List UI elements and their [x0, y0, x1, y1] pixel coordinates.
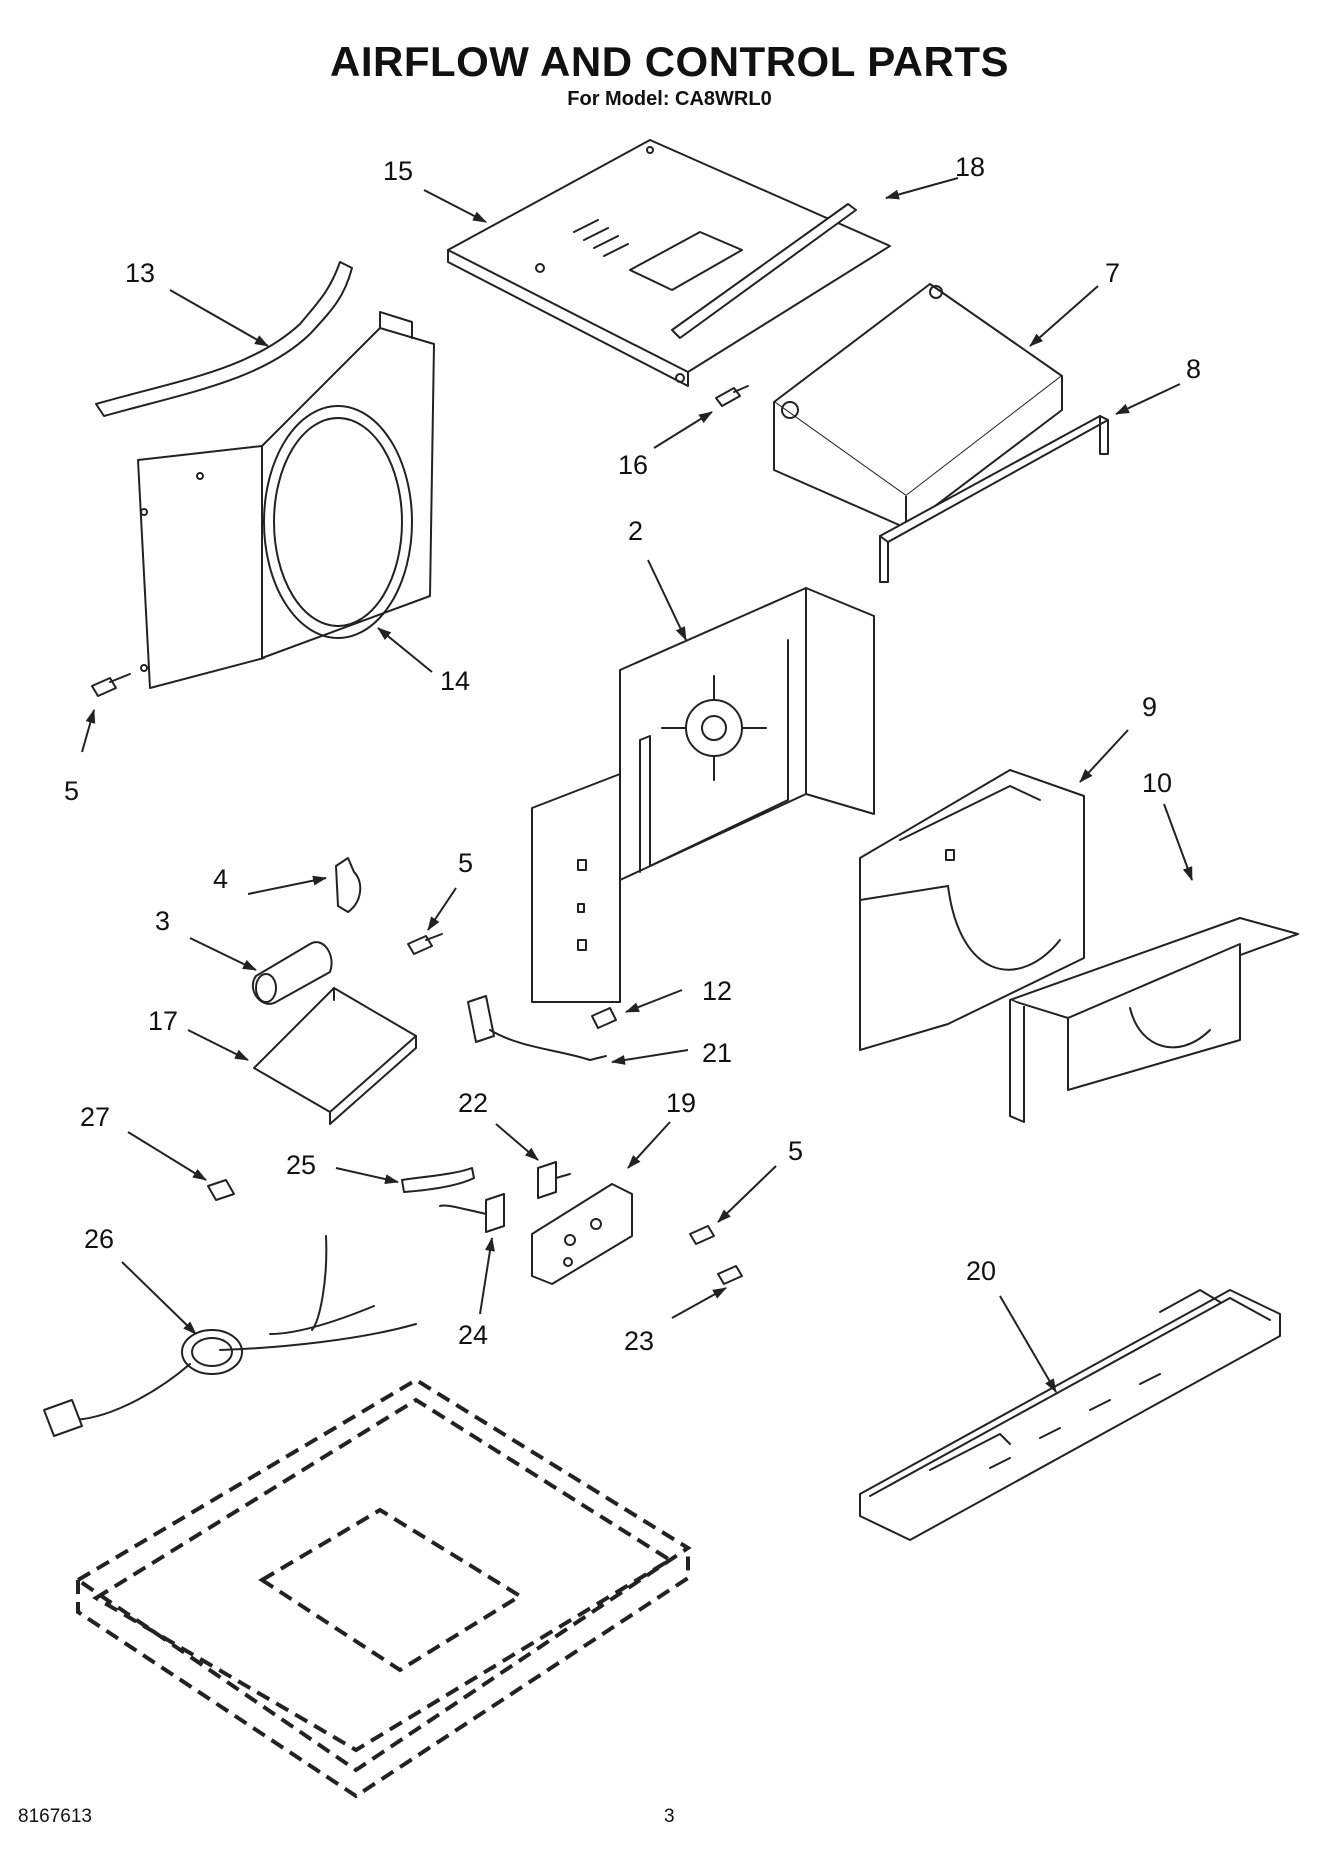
part-14-fan-shroud [137, 311, 435, 689]
callout-5-left: 5 [64, 776, 79, 806]
callout-17: 17 [148, 1006, 178, 1036]
part-22-switch [537, 1161, 571, 1199]
callout-8: 8 [1186, 354, 1201, 384]
part-21-sensor-bracket [467, 995, 607, 1061]
callout-23: 23 [624, 1326, 654, 1356]
callout-18: 18 [955, 152, 985, 182]
callout-15: 15 [383, 156, 413, 186]
callout-14: 14 [440, 666, 470, 696]
part-27-ground-screw [207, 1179, 235, 1201]
part-8-bracket [879, 415, 1109, 583]
leader-arrows [81, 177, 1193, 1393]
callout-22: 22 [458, 1088, 488, 1118]
callout-7: 7 [1105, 258, 1120, 288]
document-number: 8167613 [18, 1806, 92, 1827]
callout-5-panel: 5 [788, 1136, 803, 1166]
callout-20: 20 [966, 1256, 996, 1286]
part-17-mounting-bracket [253, 987, 417, 1125]
part-20-drain-tray [859, 1289, 1281, 1541]
callout-16: 16 [618, 450, 648, 480]
callout-9: 9 [1142, 692, 1157, 722]
page-number: 3 [664, 1806, 675, 1827]
callout-2: 2 [628, 516, 643, 546]
callout-19: 19 [666, 1088, 696, 1118]
callout-12: 12 [702, 976, 732, 1006]
part-19-control-panel [531, 1183, 633, 1285]
page-title: AIRFLOW AND CONTROL PARTS [329, 38, 1009, 85]
callout-5-clamp: 5 [458, 848, 473, 878]
part-4-capacitor-clamp [335, 857, 362, 913]
part-25-tube [401, 1167, 475, 1193]
part-15-top-cover-plate [447, 139, 891, 387]
part-3-capacitor [251, 941, 333, 1005]
callout-26: 26 [84, 1224, 114, 1254]
callout-25: 25 [286, 1150, 316, 1180]
part-5-screw-left [91, 673, 131, 697]
part-5-screw-clamp [407, 933, 443, 955]
callout-3: 3 [155, 906, 170, 936]
callout-4: 4 [213, 864, 228, 894]
part-12-screw [591, 1007, 617, 1029]
callout-21: 21 [702, 1038, 732, 1068]
part-10-duct-panel [1009, 917, 1299, 1123]
part-23-screw [717, 1265, 743, 1285]
callout-labels: 15 18 13 7 8 16 2 14 5 9 10 4 5 3 12 17 … [64, 152, 1201, 1356]
callout-24: 24 [458, 1320, 488, 1350]
part-9-air-duct [859, 769, 1085, 1051]
base-pan-reference-outline [74, 1377, 692, 1799]
callout-27: 27 [80, 1102, 110, 1132]
part-13-gasket [95, 261, 353, 417]
model-subtitle: For Model: CA8WRL0 [567, 88, 772, 110]
part-5-screw-panel [689, 1225, 715, 1245]
callout-10: 10 [1142, 768, 1172, 798]
part-24-control-switch [439, 1193, 505, 1233]
part-16-screw [715, 385, 749, 407]
part-18-seal-strip [671, 203, 857, 339]
callout-13: 13 [125, 258, 155, 288]
part-26-power-cord [43, 1235, 417, 1437]
part-2-bulkhead [531, 587, 875, 1003]
part-7-control-cover [773, 283, 1063, 529]
